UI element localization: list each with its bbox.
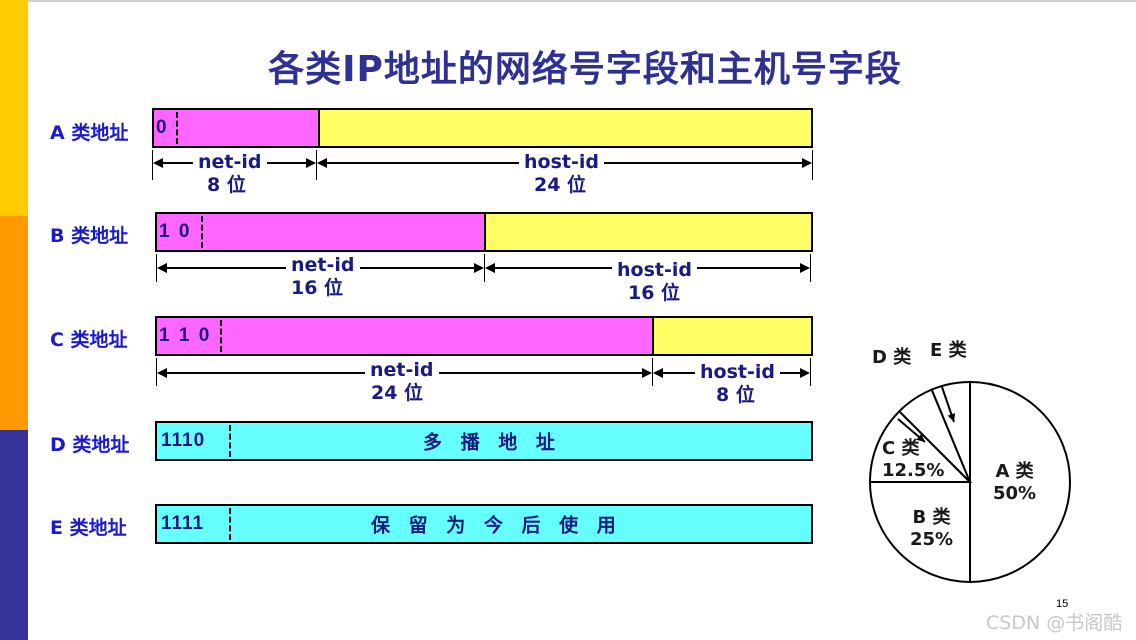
arrow-left-icon — [157, 368, 167, 378]
pie-label-c: C 类 12.5% — [882, 438, 944, 482]
class-b-bar: 1 0 — [155, 212, 813, 252]
pie-label-a: A 类 50% — [993, 461, 1036, 505]
class-b-tick-start — [156, 254, 157, 282]
pie-slice-e — [930, 380, 971, 483]
pie-label-b-name: B 类 — [912, 507, 951, 528]
class-e-label: E 类地址 — [50, 517, 127, 539]
class-c-host-bits: 8 位 — [716, 384, 755, 406]
pie-slice-c — [868, 409, 973, 483]
pie-label-c-name: C 类 — [882, 438, 920, 459]
sidebar-stripe-blue — [0, 430, 28, 640]
class-e-prefix: 1111 — [161, 513, 205, 534]
class-e-prefix-divider — [229, 508, 231, 540]
pie-slice-b — [868, 481, 971, 584]
class-c-label: C 类地址 — [50, 329, 128, 351]
class-e-description: 保 留 为 今 后 使 用 — [371, 514, 622, 537]
pie-slice-a — [969, 380, 1071, 584]
class-c-prefix: 1 1 0 — [159, 325, 212, 346]
class-a-prefix: 0 — [156, 117, 169, 138]
pie-label-d: D 类 — [872, 347, 912, 368]
class-c-host-field-name: host-id — [695, 362, 780, 383]
class-b-host-bits: 16 位 — [628, 282, 681, 304]
class-c-tick-start — [156, 358, 157, 386]
watermark: CSDN @书阁酷 — [986, 612, 1123, 634]
top-divider — [28, 0, 1136, 2]
class-c-host-field — [652, 318, 811, 354]
class-a-tick-start — [152, 150, 153, 180]
class-d-label: D 类地址 — [50, 434, 130, 456]
class-a-net-bits: 8 位 — [207, 174, 246, 196]
class-e-bar: 1111 保 留 为 今 后 使 用 — [155, 504, 813, 544]
page-number: 15 — [1056, 598, 1069, 610]
class-c-tick-end — [810, 358, 811, 386]
sidebar-stripe-orange — [0, 216, 28, 430]
class-d-prefix: 1110 — [161, 430, 206, 451]
arrow-left-icon — [317, 158, 327, 168]
class-a-tick-end — [812, 150, 813, 180]
class-d-field: 1110 多 播 地 址 — [157, 423, 811, 459]
class-d-bar: 1110 多 播 地 址 — [155, 421, 813, 461]
class-c-net-field: 1 1 0 — [157, 318, 652, 354]
arrow-right-icon — [802, 158, 812, 168]
class-b-net-field: 1 0 — [157, 214, 484, 250]
pie-label-b-value: 25% — [910, 529, 954, 550]
class-a-host-field — [318, 110, 811, 146]
arrow-right-icon — [800, 263, 810, 273]
class-a-prefix-divider — [176, 112, 178, 144]
slide-title: 各类IP地址的网络号字段和主机号字段 — [268, 49, 902, 90]
pie-label-a-value: 50% — [993, 483, 1037, 504]
arrow-right-icon — [642, 368, 652, 378]
class-c-prefix-divider — [220, 320, 222, 352]
arrow-left-icon — [485, 263, 495, 273]
class-b-net-bits: 16 位 — [291, 277, 344, 299]
class-a-net-field-name: net-id — [193, 152, 267, 173]
arrow-left-icon — [157, 263, 167, 273]
class-b-tick-mid — [484, 254, 485, 282]
class-b-host-field-name: host-id — [612, 260, 697, 281]
pie-label-e: E 类 — [930, 340, 967, 361]
class-d-description: 多 播 地 址 — [423, 431, 561, 454]
arrow-left-icon — [653, 368, 663, 378]
class-c-bar: 1 1 0 — [155, 316, 813, 356]
arrow-right-icon — [800, 368, 810, 378]
pie-callout-e-arrowhead — [947, 413, 956, 422]
pie-label-b: B 类 25% — [910, 507, 953, 551]
pie-label-c-value: 12.5% — [882, 460, 945, 481]
class-c-net-field-name: net-id — [365, 360, 439, 381]
pie-callout-d-arrowhead — [916, 433, 925, 442]
arrow-left-icon — [153, 158, 163, 168]
class-b-tick-end — [810, 254, 811, 282]
class-b-prefix-divider — [201, 216, 203, 248]
arrow-right-icon — [474, 263, 484, 273]
class-share-pie — [868, 380, 1071, 584]
class-a-tick-mid — [316, 150, 317, 180]
sidebar-stripe-yellow — [0, 0, 28, 216]
class-e-field: 1111 保 留 为 今 后 使 用 — [157, 506, 811, 542]
class-a-bar: 0 — [152, 108, 813, 148]
class-a-net-field: 0 — [154, 110, 318, 146]
arrow-right-icon — [306, 158, 316, 168]
class-a-host-bits: 24 位 — [534, 174, 587, 196]
class-d-prefix-divider — [229, 425, 231, 457]
class-b-host-field — [484, 214, 811, 250]
class-b-label: B 类地址 — [50, 225, 129, 247]
class-c-net-bits: 24 位 — [371, 382, 424, 404]
pie-label-a-name: A 类 — [995, 461, 1034, 482]
class-a-label: A 类地址 — [50, 122, 129, 144]
class-a-host-field-name: host-id — [519, 152, 604, 173]
class-b-prefix: 1 0 — [159, 221, 192, 242]
class-b-net-field-name: net-id — [286, 255, 360, 276]
class-c-tick-mid — [652, 358, 653, 386]
